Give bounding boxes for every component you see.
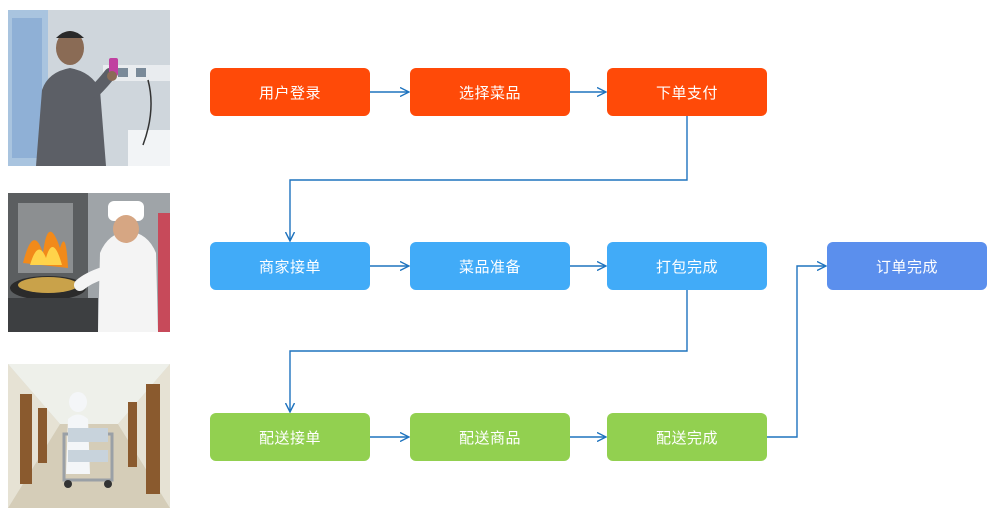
arrow-pay-to-accept [290,116,688,240]
step-delivery-accept: 配送接单 [210,413,370,461]
step-place-order-pay: 下单支付 [607,68,767,116]
arrow-delivered-to-complete [767,266,825,438]
step-user-login: 用户登录 [210,68,370,116]
delivery-cart-photo [8,364,170,508]
step-merchant-accept: 商家接单 [210,242,370,290]
arrow-pack-to-dispatch [290,290,688,411]
step-order-complete: 订单完成 [827,242,987,290]
step-delivery-done: 配送完成 [607,413,767,461]
chef-cooking-photo [8,193,170,332]
user-phone-photo [8,10,170,166]
step-packing-done: 打包完成 [607,242,767,290]
step-select-dish: 选择菜品 [410,68,570,116]
step-dish-prepare: 菜品准备 [410,242,570,290]
step-delivering-goods: 配送商品 [410,413,570,461]
